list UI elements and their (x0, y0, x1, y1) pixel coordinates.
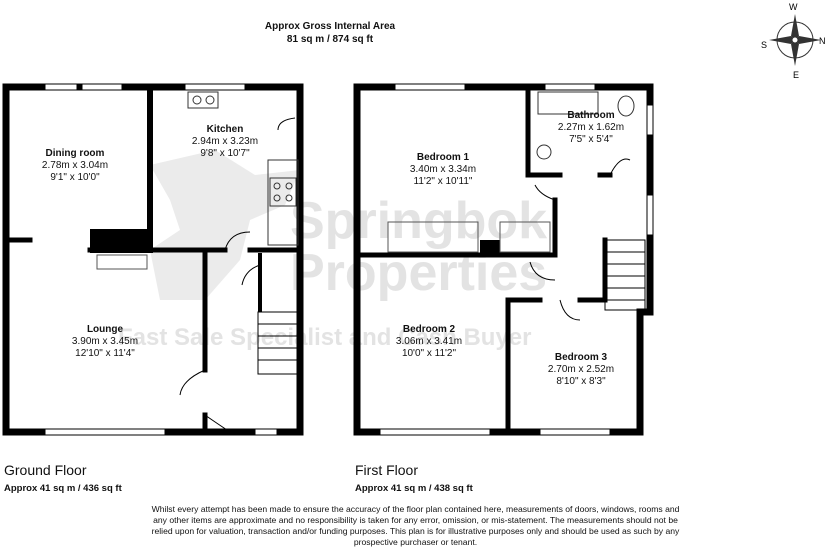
first-floor-label: First Floor (355, 462, 418, 478)
room-label-bedroom-2: Bedroom 2 3.06m x 3.41m 10'0" x 11'2" (374, 324, 484, 360)
chimney-breast (90, 229, 150, 253)
bathroom-fittings (536, 91, 635, 160)
first-floor-stairs (604, 239, 646, 311)
first-floor-windows (379, 83, 654, 436)
ground-floor-label: Ground Floor (4, 462, 87, 478)
kitchen-fittings (187, 91, 299, 246)
header-title: Approx Gross Internal Area (264, 21, 396, 32)
chimney-breast-upper (480, 240, 500, 255)
first-floor-doors (529, 158, 631, 321)
room-imperial: 7'5" x 5'4" (569, 134, 613, 145)
room-imperial: 9'8" x 10'7" (200, 148, 250, 159)
ground-floor-area: Approx 41 sq m / 436 sq ft (4, 483, 122, 494)
room-imperial: 12'10" x 11'4" (75, 348, 135, 359)
first-floor-area: Approx 41 sq m / 438 sq ft (355, 483, 473, 494)
room-imperial: 10'0" x 11'2" (401, 348, 457, 359)
watermark-tagline: Fast Sale Specialist and Cash Buyer (118, 324, 532, 351)
ground-floor-stairs (257, 311, 299, 375)
room-imperial: 8'10" x 8'3" (556, 376, 606, 387)
compass-n: N (819, 36, 826, 46)
header-total-area: 81 sq m / 874 sq ft (286, 34, 374, 45)
disclaimer-line-4: prospective purchaser or tenant. (353, 537, 478, 547)
room-name: Bedroom 2 (402, 324, 456, 335)
room-label-dining-room: Dining room 2.78m x 3.04m 9'1" x 10'0" (20, 148, 130, 184)
disclaimer-line-3: relied upon for valuation, transaction a… (151, 526, 680, 536)
hearth (96, 254, 148, 270)
compass-s: S (761, 40, 767, 50)
room-name: Bedroom 3 (554, 352, 608, 363)
compass-w: W (789, 2, 798, 12)
room-metric: 3.06m x 3.41m (395, 336, 463, 347)
compass-rose-icon: W N S E (761, 2, 826, 80)
room-label-bedroom-1: Bedroom 1 3.40m x 3.34m 11'2" x 10'11" (388, 152, 498, 188)
room-metric: 2.94m x 3.23m (191, 136, 259, 147)
room-name: Lounge (86, 324, 124, 335)
room-label-lounge: Lounge 3.90m x 3.45m 12'10" x 11'4" (50, 324, 160, 360)
disclaimer-line-1: Whilst every attempt has been made to en… (151, 504, 680, 514)
disclaimer-line-2: any other items are approximate and no r… (153, 515, 678, 525)
room-metric: 3.40m x 3.34m (409, 164, 477, 175)
compass-e: E (793, 70, 799, 80)
watermark-line1: Springbok (290, 192, 547, 250)
room-name: Bathroom (567, 110, 615, 121)
room-name: Dining room (45, 148, 105, 159)
room-imperial: 11'2" x 10'11" (413, 176, 473, 187)
room-label-bedroom-3: Bedroom 3 2.70m x 2.52m 8'10" x 8'3" (526, 352, 636, 388)
ground-floor-windows (44, 83, 278, 436)
room-name: Bedroom 1 (416, 152, 470, 163)
gross-area-header: Approx Gross Internal Area 81 sq m / 874… (0, 20, 660, 46)
room-metric: 2.70m x 2.52m (547, 364, 615, 375)
room-metric: 3.90m x 3.45m (71, 336, 139, 347)
room-metric: 2.27m x 1.62m (557, 122, 625, 133)
room-label-kitchen: Kitchen 2.94m x 3.23m 9'8" x 10'7" (170, 124, 280, 160)
room-metric: 2.78m x 3.04m (41, 160, 109, 171)
room-label-bathroom: Bathroom 2.27m x 1.62m 7'5" x 5'4" (536, 110, 646, 146)
room-imperial: 9'1" x 10'0" (50, 172, 100, 183)
watermark-springbok-logo-icon (150, 150, 300, 300)
wardrobes (387, 221, 551, 253)
ground-floor-doors (179, 117, 296, 433)
room-name: Kitchen (206, 124, 244, 135)
disclaimer: Whilst every attempt has been made to en… (0, 504, 831, 548)
